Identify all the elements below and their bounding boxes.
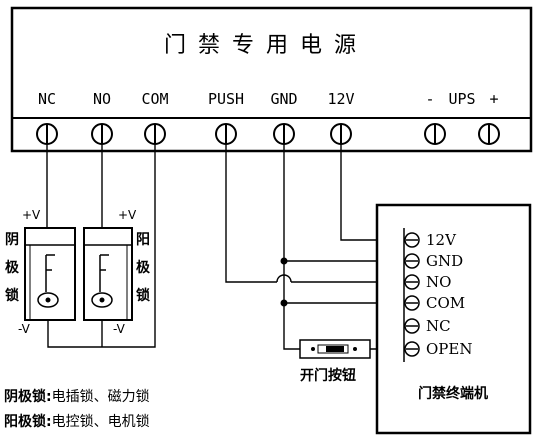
fail-safe-lock — [83, 227, 133, 321]
psu-label-push: PUSH — [208, 90, 244, 108]
term-screw-12v — [404, 232, 420, 248]
term-label-gnd: GND — [426, 252, 463, 270]
psu-label-ups-minus: - — [425, 90, 434, 108]
screw-push — [215, 123, 237, 145]
power-supply-box — [10, 6, 533, 153]
legend-fail-secure: 阴极锁:电插锁、磁力锁 — [4, 386, 150, 406]
legend-fail-safe-key: 阳极锁: — [4, 414, 52, 430]
fail-safe-plus-label: +V — [118, 208, 137, 222]
power-supply-title: 门禁专用电源 — [164, 33, 368, 58]
legend-fail-safe: 阳极锁:电控锁、电机锁 — [4, 411, 150, 431]
psu-label-no: NO — [93, 90, 111, 108]
psu-label-ups-plus: + — [489, 90, 498, 108]
screw-ups-minus — [424, 123, 446, 145]
term-screw-no — [404, 274, 420, 290]
junction-gnd-2 — [280, 299, 288, 307]
psu-terminal-screws — [36, 123, 500, 145]
screw-ups-plus — [478, 123, 500, 145]
access-terminal-title: 门禁终端机 — [418, 385, 488, 402]
access-terminal-box — [375, 203, 532, 435]
fail-safe-char-2: 极 — [136, 259, 151, 276]
legend-fail-safe-desc: 电控锁、电机锁 — [51, 414, 150, 430]
wire-push-a — [225, 144, 277, 283]
term-label-open: OPEN — [426, 340, 472, 358]
screw-no — [91, 123, 113, 145]
legend-fail-secure-key: 阴极锁: — [4, 389, 52, 405]
key-icon — [99, 254, 109, 292]
term-screw-gnd — [404, 253, 420, 269]
legend-fail-secure-desc: 电插锁、磁力锁 — [51, 389, 150, 405]
fail-safe-minus-label: -V — [113, 322, 126, 336]
fail-secure-plus-label: +V — [22, 208, 41, 222]
terminal-screws — [404, 232, 420, 357]
term-screw-com — [404, 295, 420, 311]
fail-safe-char-1: 阳 — [136, 232, 150, 248]
screw-12v — [330, 123, 352, 145]
fail-secure-char-2: 极 — [5, 259, 20, 276]
term-label-nc: NC — [426, 317, 451, 335]
fail-safe-char-3: 锁 — [136, 287, 150, 304]
exit-button — [299, 339, 371, 359]
term-screw-open — [404, 341, 420, 357]
term-screw-nc — [404, 318, 420, 334]
term-label-no: NO — [426, 273, 451, 291]
screw-com — [144, 123, 166, 145]
junction-gnd-1 — [280, 257, 288, 265]
fail-secure-lock — [24, 227, 76, 321]
screw-nc — [36, 123, 58, 145]
exit-button-label: 开门按钮 — [300, 367, 356, 384]
term-label-com: COM — [426, 294, 465, 312]
term-label-12v: 12V — [426, 231, 457, 249]
psu-label-12v: 12V — [327, 90, 354, 108]
fail-secure-char-1: 阴 — [5, 232, 19, 248]
fail-secure-char-3: 锁 — [5, 287, 19, 304]
screw-gnd — [273, 123, 295, 145]
key-icon — [45, 254, 55, 292]
psu-label-gnd: GND — [270, 90, 297, 108]
psu-label-com: COM — [141, 90, 168, 108]
psu-label-nc: NC — [38, 90, 56, 108]
wire-gnd — [283, 144, 300, 350]
psu-label-ups: UPS — [448, 90, 475, 108]
fail-secure-minus-label: -V — [18, 322, 31, 336]
